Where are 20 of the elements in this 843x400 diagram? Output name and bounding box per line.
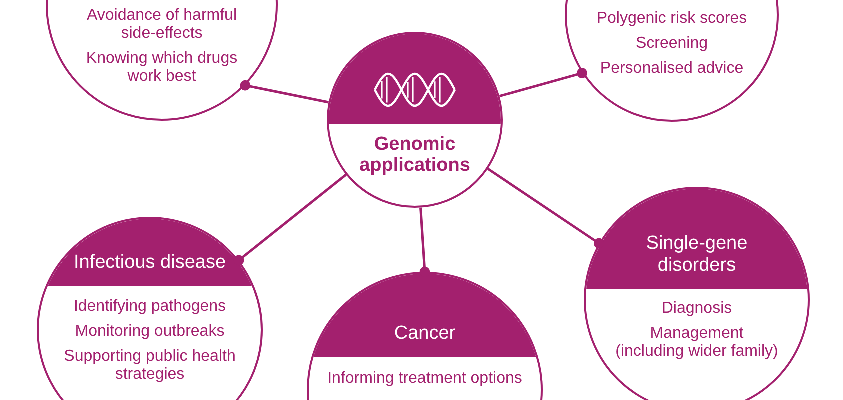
item-text: Knowing which drugs work best — [85, 50, 239, 86]
item-text: Supporting public health strategies — [63, 348, 237, 384]
item-text: Diagnosis — [662, 300, 732, 318]
heading: Cancer — [394, 323, 456, 345]
item-text: Screening — [636, 34, 708, 53]
connector-line — [420, 208, 430, 278]
item-text: Management (including wider family) — [614, 324, 780, 361]
heading: Infectious disease — [74, 252, 226, 274]
title-text: Genomic applications — [358, 134, 472, 177]
item-text: Identifying pathogens — [74, 298, 226, 316]
heading: Single-gene disorders — [645, 233, 749, 277]
item-text: Monitoring outbreaks — [75, 322, 225, 341]
item-text: Informing treatment options — [328, 370, 522, 388]
item-text: Polygenic risk scores — [596, 10, 748, 28]
item-text: Avoidance of harmful side-effects — [86, 7, 238, 43]
connector-line — [487, 168, 604, 249]
item-text: Personalised advice — [600, 60, 744, 78]
connector-line — [234, 174, 347, 266]
connector-line — [240, 80, 330, 104]
connector-line — [499, 68, 588, 98]
